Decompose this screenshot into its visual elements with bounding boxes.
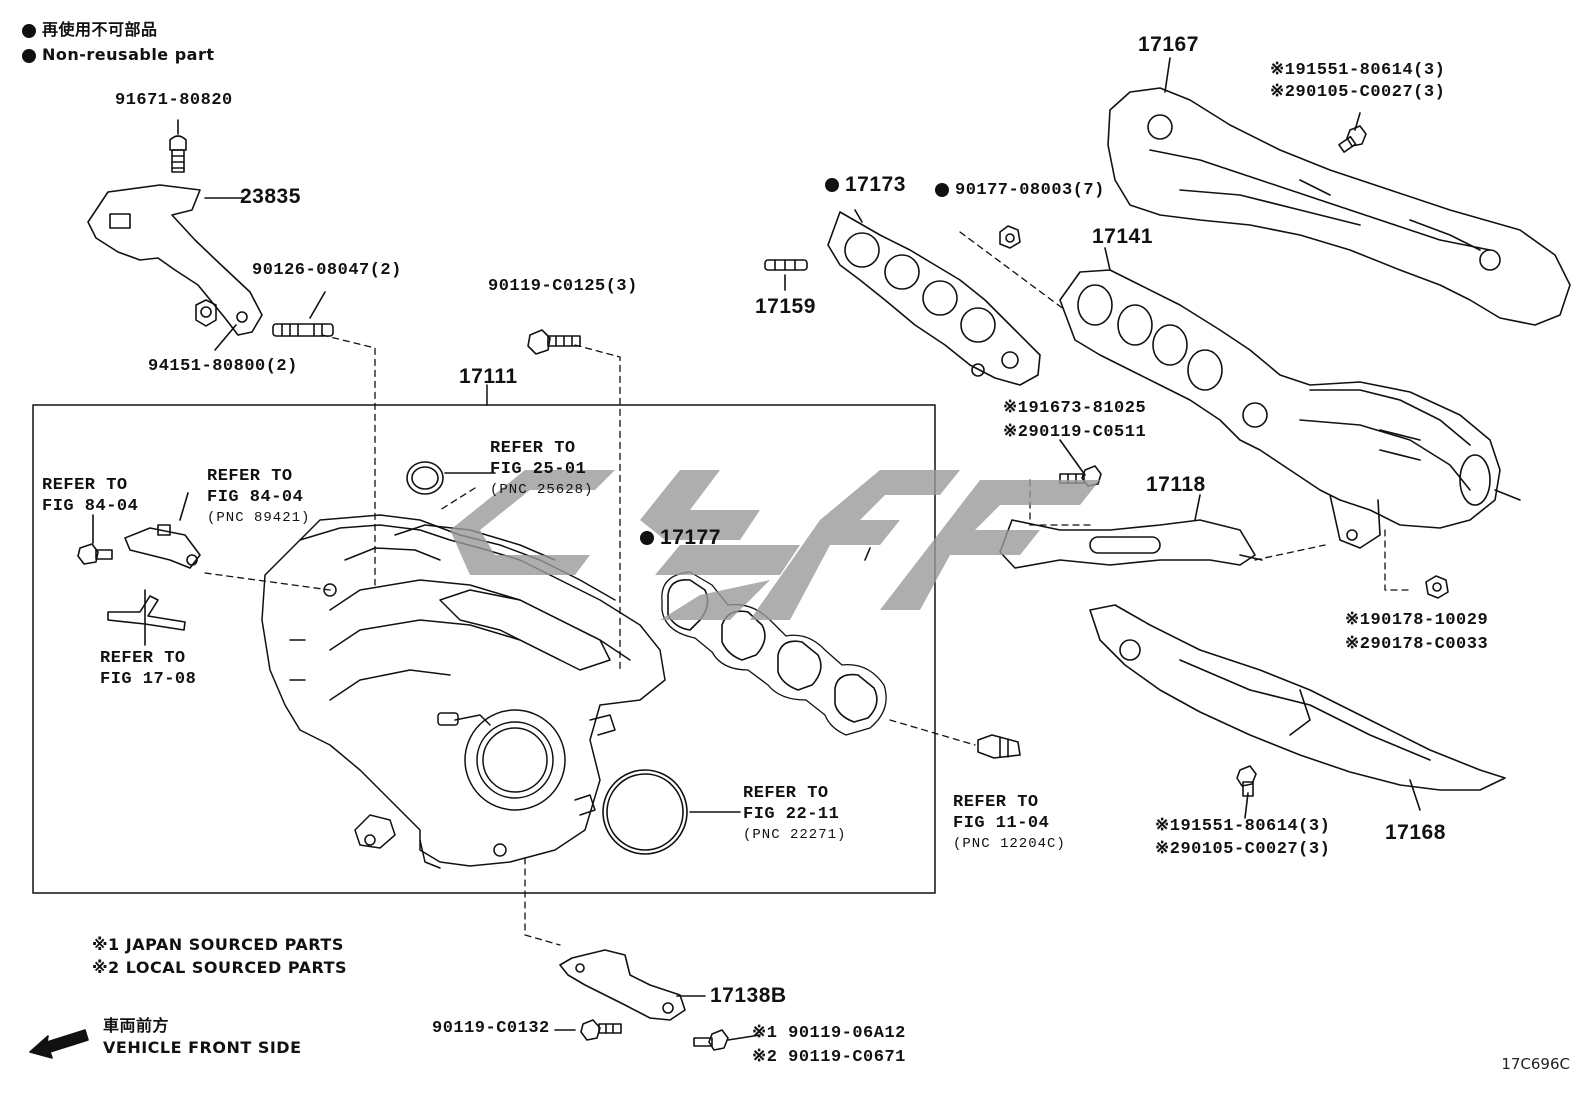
callout-17173-text: 17173 [845, 173, 906, 196]
bolt-84-04-icon [77, 543, 113, 565]
refer-line: FIG 84-04 [207, 488, 304, 507]
refer-line: REFER TO [490, 439, 576, 458]
refer-line: FIG 11-04 [953, 814, 1050, 833]
callout-17118[interactable]: 17118 [1146, 473, 1206, 496]
bracket-17118-icon [999, 519, 1263, 569]
refer-pnc: (PNC 12204C) [953, 836, 1066, 852]
callout-17138b[interactable]: 17138B [710, 984, 787, 1007]
heat-insulator-17168-icon [1089, 604, 1506, 791]
bracket-23835-icon [87, 184, 263, 336]
gasket-22271-icon [602, 769, 688, 855]
callout-90178-c0033[interactable]: ※290178-C0033 [1345, 635, 1489, 654]
refer-pnc: (PNC 25628) [490, 482, 594, 498]
refer-line: FIG 22-11 [743, 805, 840, 824]
callout-17168[interactable]: 17168 [1385, 821, 1446, 844]
callout-90178-10029[interactable]: ※190178-10029 [1345, 611, 1489, 630]
non-reusable-dot-icon [640, 531, 654, 546]
bolt-91671-icon [169, 135, 187, 173]
callout-91671-80820[interactable]: 91671-80820 [115, 91, 233, 110]
refer-line: REFER TO [953, 793, 1039, 812]
callout-91673-81025[interactable]: ※191673-81025 [1003, 399, 1147, 418]
callout-191551-80614-bottom[interactable]: ※191551-80614(3) [1155, 817, 1331, 836]
callout-90119-c0671[interactable]: ※2 90119-C0671 [752, 1048, 906, 1067]
refer-line: REFER TO [42, 476, 128, 495]
note-local-sourced: ※2 LOCAL SOURCED PARTS [92, 958, 348, 977]
nut-90178-icon [1425, 575, 1449, 599]
refer-line: REFER TO [743, 784, 829, 803]
note-japan-sourced: ※1 JAPAN SOURCED PARTS [92, 935, 344, 954]
watermark-logo [450, 470, 1100, 620]
stud-90126-icon [272, 323, 334, 337]
callout-90105-c0027-top[interactable]: ※290105-C0027(3) [1270, 83, 1446, 102]
refer-pnc: (PNC 89421) [207, 510, 311, 526]
refer-fig-22-11[interactable]: REFER TO FIG 22-11 (PNC 22271) [743, 783, 846, 846]
refer-fig-84-04-b[interactable]: REFER TO FIG 84-04 (PNC 89421) [207, 466, 310, 529]
callout-17111[interactable]: 17111 [459, 365, 518, 388]
callout-90119-06a12[interactable]: ※1 90119-06A12 [752, 1024, 906, 1043]
intake-manifold-icon [261, 514, 666, 869]
callout-90177-text: 90177-08003(7) [955, 181, 1105, 200]
callout-94151-80800[interactable]: 94151-80800(2) [148, 357, 298, 376]
refer-line: FIG 25-01 [490, 460, 587, 479]
callout-90119-c0511[interactable]: ※290119-C0511 [1003, 423, 1147, 442]
callout-17177-text: 17177 [660, 526, 721, 549]
diagram-code: 17C696C [1501, 1055, 1570, 1073]
callout-23835[interactable]: 23835 [240, 185, 301, 208]
non-reusable-dot-icon [935, 182, 949, 197]
bolt-90119-c0132-icon [580, 1019, 622, 1041]
bolt-90119-06a12-icon [693, 1029, 729, 1051]
intake-manifold-frame [32, 404, 936, 894]
non-reusable-dot-icon [22, 23, 36, 38]
legend-english-text: Non-reusable part [42, 45, 215, 64]
refer-fig-11-04[interactable]: REFER TO FIG 11-04 (PNC 12204C) [953, 792, 1066, 855]
bolt-90119-c0125-icon [527, 329, 581, 355]
callout-90105-c0027-bottom[interactable]: ※290105-C0027(3) [1155, 840, 1331, 859]
callout-17177[interactable]: 17177 [640, 527, 721, 548]
gasket-17177-icon [661, 571, 887, 736]
callout-17167[interactable]: 17167 [1138, 33, 1199, 56]
bolt-191551-bottom-icon [1236, 765, 1257, 797]
callout-191551-80614-top[interactable]: ※191551-80614(3) [1270, 61, 1446, 80]
refer-fig-17-08[interactable]: REFER TO FIG 17-08 [100, 648, 196, 690]
refer-line: FIG 17-08 [100, 670, 197, 689]
plug-12204c-icon [977, 734, 1021, 759]
nut-94151-icon [195, 299, 217, 327]
callout-17159[interactable]: 17159 [755, 295, 816, 318]
refer-fig-25-01[interactable]: REFER TO FIG 25-01 (PNC 25628) [490, 438, 593, 501]
oring-25628-icon [406, 461, 444, 495]
refer-line: REFER TO [100, 649, 186, 668]
stud-17159-icon [764, 259, 808, 271]
callout-90119-c0125[interactable]: 90119-C0125(3) [488, 277, 638, 296]
callout-17141[interactable]: 17141 [1092, 225, 1153, 248]
refer-fig-84-04-a[interactable]: REFER TO FIG 84-04 [42, 475, 138, 517]
sensor-89421-icon [124, 524, 201, 569]
callout-90177-08003[interactable]: 90177-08003(7) [935, 182, 1105, 199]
gasket-17173-icon [827, 211, 1041, 386]
bracket-17138b-icon [559, 949, 686, 1021]
refer-line: REFER TO [207, 467, 293, 486]
hose-17-08-icon [107, 595, 186, 631]
legend-japanese: 再使用不可部品 [22, 22, 158, 38]
bolt-191551-top-icon [1338, 125, 1367, 153]
callout-17173[interactable]: 17173 [825, 174, 906, 195]
refer-pnc: (PNC 22271) [743, 827, 847, 843]
legend-japanese-text: 再使用不可部品 [42, 20, 158, 39]
front-arrow-icon [29, 1029, 89, 1059]
exhaust-manifold-17141-icon [1059, 269, 1521, 549]
heat-insulator-17167-icon [1107, 87, 1571, 326]
callout-90119-c0132[interactable]: 90119-C0132 [432, 1019, 550, 1038]
refer-line: FIG 84-04 [42, 497, 139, 516]
non-reusable-dot-icon [825, 178, 839, 193]
nut-90177-icon [999, 225, 1021, 249]
legend-english: Non-reusable part [22, 47, 215, 63]
non-reusable-dot-icon [22, 48, 36, 63]
callout-90126-08047[interactable]: 90126-08047(2) [252, 261, 402, 280]
front-label-japanese: 車両前方 [103, 1016, 170, 1035]
front-label-english: VEHICLE FRONT SIDE [103, 1038, 302, 1057]
